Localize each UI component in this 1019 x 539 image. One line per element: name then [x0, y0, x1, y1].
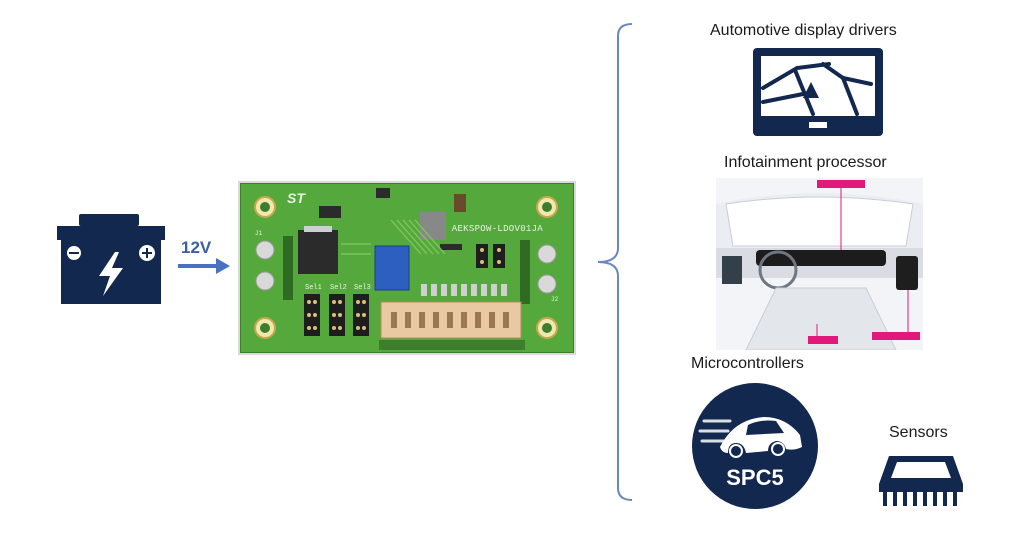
pcb-j1-label: J1: [255, 230, 263, 237]
pcb-sel3-label: Sel3: [354, 284, 371, 292]
pcb-artwork: [254, 188, 558, 350]
spc5-car-badge-icon: SPC5: [692, 383, 818, 509]
pcb-sel2-label: Sel2: [330, 284, 347, 292]
caption-infotainment: Infotainment processor: [724, 154, 887, 171]
monitor-icon: [753, 48, 883, 136]
brace-icon: [597, 23, 633, 501]
pcb-logo: ST: [287, 190, 305, 206]
pcb-board-name: AEKSPOW-LDOV01JA: [451, 224, 543, 234]
pcb-board: ST Sel1 Sel2 Sel3 J1 J2 AEKSPOW-LDOV01JA: [240, 183, 574, 353]
arrow-right-icon: [178, 258, 230, 274]
pcb-j2-label: J2: [551, 296, 559, 303]
pcb-sel1-label: Sel1: [305, 284, 322, 292]
caption-sensors: Sensors: [889, 424, 948, 441]
caption-display-drivers: Automotive display drivers: [710, 22, 897, 39]
caption-microcontrollers: Microcontrollers: [691, 355, 804, 372]
battery-icon: [57, 214, 165, 304]
spc5-label: SPC5: [726, 465, 783, 490]
cockpit-image: [716, 178, 923, 350]
voltage-label: 12V: [181, 238, 212, 257]
chip-icon: [879, 456, 963, 506]
